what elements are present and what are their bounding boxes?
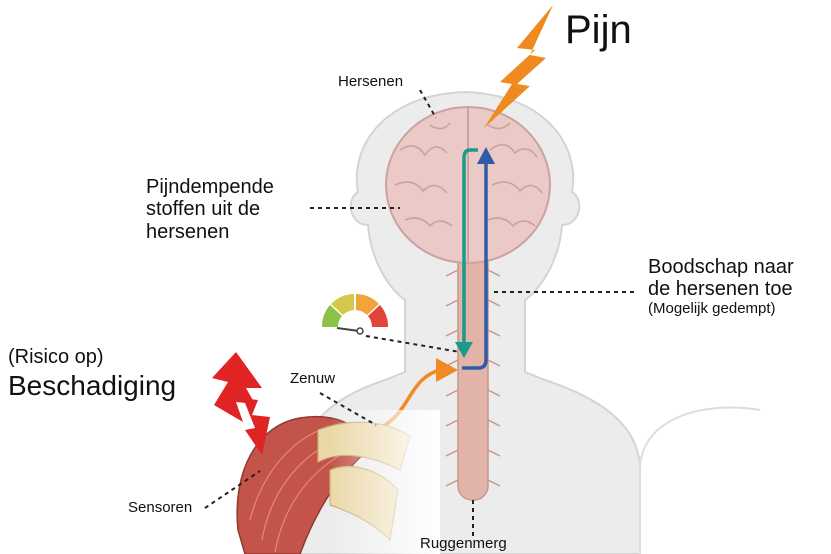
intensity-gauge-icon <box>322 294 388 334</box>
damage-risk-label: (Risico op) <box>8 346 104 368</box>
sensors-label: Sensoren <box>128 500 192 517</box>
message-note: (Mogelijk gedempt) <box>648 301 794 318</box>
nerve-label: Zenuw <box>290 371 335 388</box>
shoulder-muscle <box>237 410 440 554</box>
brain-label: Hersenen <box>338 74 403 91</box>
pain-label: Pijn <box>565 8 632 53</box>
pain-relief-line-1: Pijndempende <box>146 176 274 198</box>
pain-relief-label: Pijndempende stoffen uit de hersenen <box>146 176 274 243</box>
message-line-2: de hersenen toe <box>648 278 794 300</box>
pain-relief-line-3: hersenen <box>146 221 274 243</box>
spinal-cord-label: Ruggenmerg <box>420 536 507 553</box>
damage-bolt-icon <box>212 352 262 422</box>
pain-relief-line-2: stoffen uit de <box>146 198 274 220</box>
brain <box>386 107 550 263</box>
message-label: Boodschap naar de hersenen toe (Mogelijk… <box>648 256 794 318</box>
message-line-1: Boodschap naar <box>648 256 794 278</box>
damage-label: Beschadiging <box>8 370 176 401</box>
